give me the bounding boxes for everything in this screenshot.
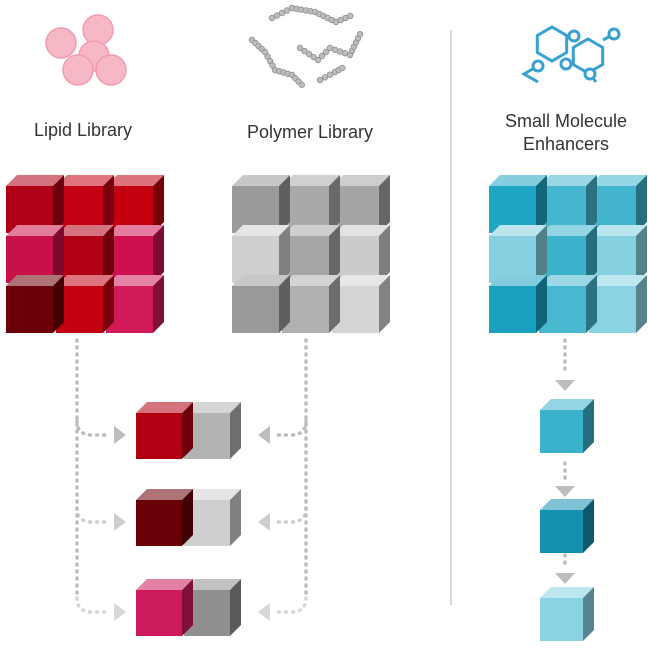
- lipid-library-grid: [6, 175, 164, 333]
- polymer-chain: [268, 4, 354, 26]
- down-arrow-icon: [555, 380, 575, 391]
- enhancer-cube: [489, 275, 547, 333]
- lipid-polymer-pair: [136, 402, 241, 459]
- lipid-polymer-pair: [136, 489, 241, 546]
- enhancers-library-grid: [489, 175, 647, 333]
- enhancer-sequence-cube: [540, 499, 594, 553]
- enhancer-cube: [539, 275, 597, 333]
- lipid-cube: [106, 175, 164, 233]
- polymer-cube: [232, 275, 290, 333]
- lipid-connector-branch: [75, 419, 110, 437]
- enhancer-cube: [539, 175, 597, 233]
- polymer-cube: [282, 175, 340, 233]
- pair-lipid-cube: [136, 489, 193, 546]
- polymer-connector-branch: [273, 596, 308, 614]
- lipid-cube: [6, 175, 64, 233]
- lipid-polymer-pair: [136, 579, 241, 636]
- polymer-cube: [332, 275, 390, 333]
- lipid-spheres-icon: [45, 14, 127, 86]
- small-molecule-label-line1: Small Molecule: [505, 111, 627, 131]
- enhancer-cube: [589, 175, 647, 233]
- left-arrow-icon: [258, 603, 270, 621]
- polymer-connector-branch: [273, 506, 308, 524]
- polymer-chain: [316, 64, 346, 84]
- polymer-library-label: Polymer Library: [247, 122, 373, 142]
- lipid-sphere: [82, 14, 114, 46]
- down-arrow-icon: [555, 573, 575, 584]
- lipid-cube: [56, 175, 114, 233]
- polymer-connector-branch: [273, 419, 308, 437]
- small-molecule-label-line2: Enhancers: [523, 134, 609, 154]
- enhancer-cube: [589, 275, 647, 333]
- polymer-cube: [232, 175, 290, 233]
- lipid-cube: [6, 275, 64, 333]
- right-arrow-icon: [114, 603, 126, 621]
- polymer-cube: [282, 275, 340, 333]
- enhancer-sequence-cube: [540, 587, 594, 641]
- polymer-chain: [248, 36, 305, 88]
- enhancer-cube: [539, 225, 597, 283]
- lipid-cube: [6, 225, 64, 283]
- polymer-cube: [332, 225, 390, 283]
- lipid-library-label: Lipid Library: [34, 120, 132, 140]
- right-arrow-icon: [114, 513, 126, 531]
- combination-pairs: [136, 402, 241, 636]
- lipid-sphere: [62, 54, 94, 86]
- connector-lines: [75, 338, 575, 621]
- polymer-cube: [232, 225, 290, 283]
- enhancer-cube: [489, 175, 547, 233]
- pair-lipid-cube: [136, 402, 193, 459]
- lipid-connector-branch: [75, 506, 110, 524]
- enhancer-cube: [489, 225, 547, 283]
- right-arrow-icon: [114, 426, 126, 444]
- lipid-sphere: [45, 27, 77, 59]
- enhancer-cube: [589, 225, 647, 283]
- polymer-cube: [332, 175, 390, 233]
- left-arrow-icon: [258, 513, 270, 531]
- lipid-cube: [56, 275, 114, 333]
- left-arrow-icon: [258, 426, 270, 444]
- lipid-cube: [56, 225, 114, 283]
- pair-lipid-cube: [136, 579, 193, 636]
- polymer-chains-icon: [248, 4, 364, 88]
- polymer-chain: [296, 30, 364, 64]
- enhancer-sequence-cube: [540, 399, 594, 453]
- polymer-library-grid: [232, 175, 390, 333]
- down-arrow-icon: [555, 486, 575, 497]
- polymer-cube: [282, 225, 340, 283]
- enhancer-sequence: [540, 399, 594, 641]
- lipid-sphere: [95, 54, 127, 86]
- lipid-cube: [106, 225, 164, 283]
- molecule-structure-icon: [520, 25, 621, 84]
- lipid-cube: [106, 275, 164, 333]
- lipid-connector-branch: [75, 596, 110, 614]
